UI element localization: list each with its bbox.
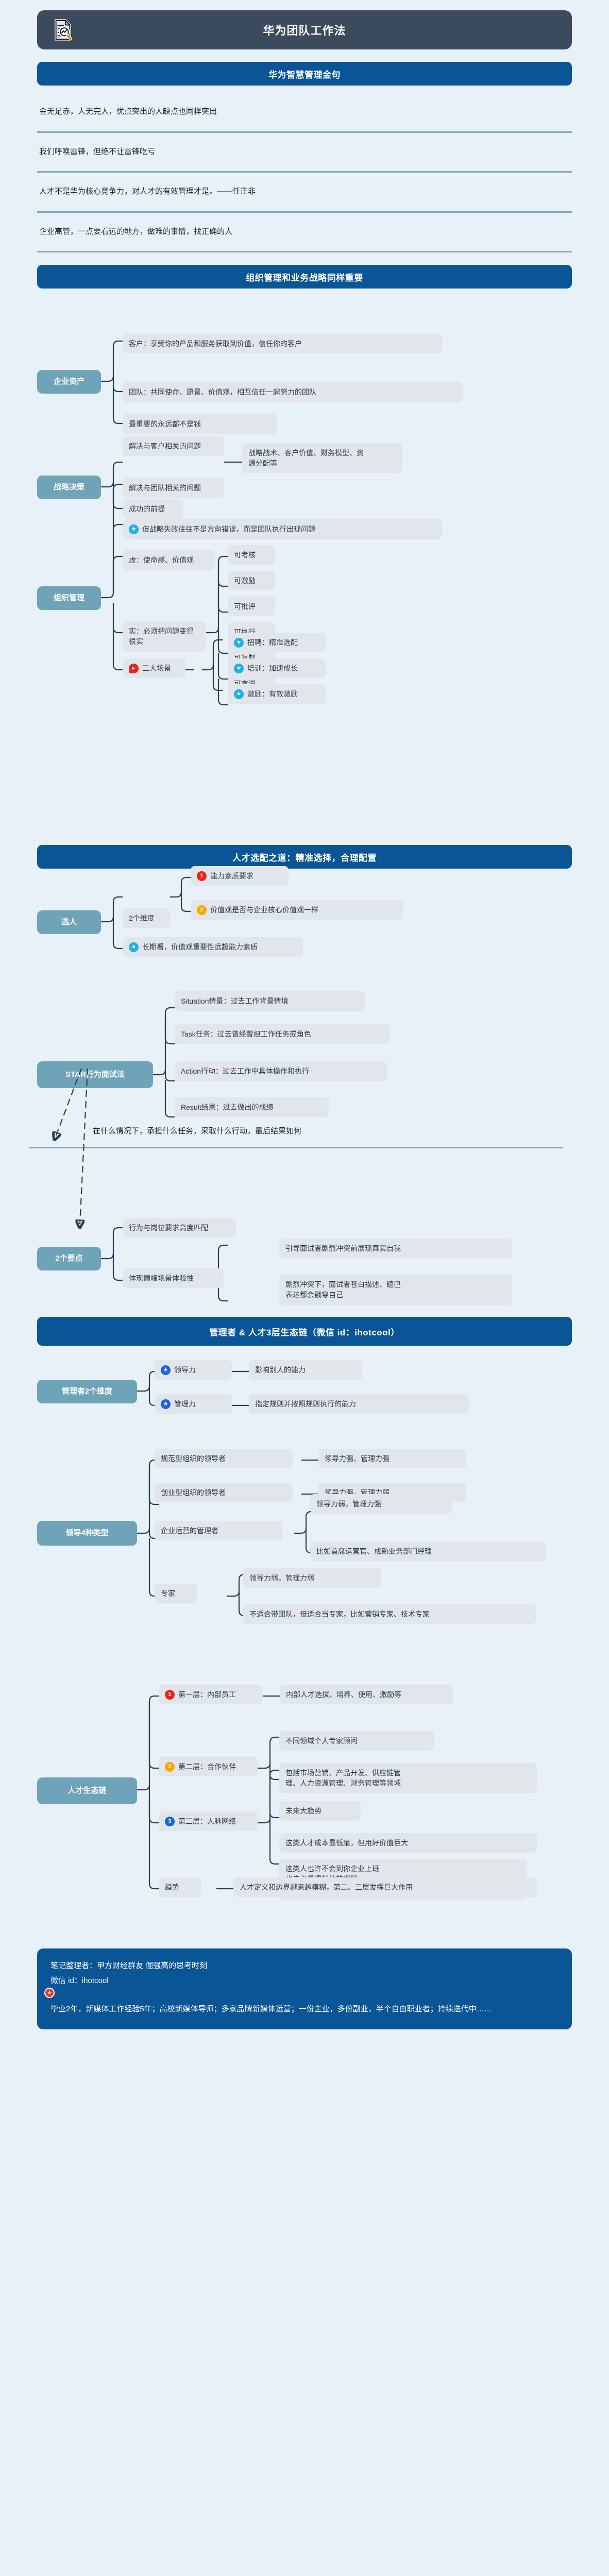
- node-talent-ecosystem-root[interactable]: 人才生态链: [37, 1777, 137, 1804]
- node-enterprise-assets-root[interactable]: 企业资产: [37, 370, 101, 394]
- node-eco-layer1-detail[interactable]: 内部人才选拔、培养、使用、激励等: [280, 1685, 453, 1705]
- node-select-dimensions[interactable]: 2个维度: [123, 908, 170, 928]
- footer-editor-line: 笔记整理者：甲方财经群友 倔强高的思考时刻: [50, 1961, 208, 1970]
- node-eco-trend-detail[interactable]: 人才定义和边界越来越模糊，第二、三层发挥巨大作用: [233, 1877, 537, 1897]
- node-three-scenes[interactable]: ▸ 三大场景: [123, 658, 185, 679]
- quote-item: 我们呼唤雷锋，但绝不让雷锋吃亏: [37, 133, 572, 173]
- flag-icon: ▸: [129, 663, 139, 673]
- node-strategy-root[interactable]: 战略决策: [37, 476, 101, 499]
- star-icon: ★: [129, 942, 139, 952]
- node-scene-training[interactable]: ★ 培训：加速成长: [228, 658, 326, 679]
- node-star-result[interactable]: Result结果：过去做出的成绩: [175, 1097, 329, 1117]
- node-management-detail[interactable]: 指定规则并按照规则执行的能力: [249, 1394, 469, 1414]
- footer-bio: 毕业2年，新媒体工作经验5年；高校新媒体导师；多家品牌新媒体运营；一份主业，多份…: [50, 2005, 492, 2013]
- number-badge-1-icon: 1: [197, 871, 207, 881]
- star-icon: ★: [161, 1399, 171, 1409]
- star-icon: ★: [129, 524, 139, 534]
- banner-manager-ecosystem: 管理者 & 人才3层生态链（微信 id：ihotcool）: [37, 1317, 572, 1346]
- node-type-detail-strong-strong[interactable]: 领导力强、管理力强: [318, 1449, 466, 1469]
- banner-quotes: 华为智慧管理金句: [37, 62, 572, 86]
- document-search-icon: [52, 18, 75, 42]
- node-scene-recruit[interactable]: ★ 招聘：精准选配: [228, 633, 326, 653]
- node-enterprise-assets-customer[interactable]: 客户：享受你的产品和服务获取到价值，信任你的客户: [123, 334, 442, 354]
- node-org-manage-root[interactable]: 组织管理: [37, 586, 101, 610]
- quote-item: 金无足赤，人无完人，优点突出的人缺点也同样突出: [37, 86, 572, 133]
- node-org-team-problem[interactable]: 解决与团队相关的问题: [123, 478, 224, 498]
- star-badge-icon: ★: [44, 1988, 55, 1998]
- quote-item: 企业高管，一点要看远的地方，做难的事情，找正确的人: [37, 213, 572, 252]
- footer-card: 笔记整理者：甲方财经群友 倔强高的思考时刻 微信 id：ihotcool ★ 毕…: [37, 1948, 572, 2030]
- node-type-detail-coo-example[interactable]: 比如首席运营官、成熟业务部门经理: [310, 1541, 546, 1562]
- node-leader-type-operations[interactable]: 企业运营的管理者: [155, 1521, 282, 1541]
- star-icon: ★: [161, 1365, 171, 1375]
- node-management-power[interactable]: ★ 管理力: [155, 1394, 232, 1414]
- node-strategy-customer-problem[interactable]: 解决与客户相关的问题: [123, 436, 224, 456]
- node-star-action[interactable]: Action行动：过去工作中具体操作和执行: [175, 1061, 387, 1081]
- node-star-task[interactable]: Task任务：过去曾经曾担工作任务或角色: [175, 1024, 390, 1044]
- node-star-situation[interactable]: Situation情景：过去工作背景情境: [175, 991, 365, 1011]
- node-point-behavior-match[interactable]: 行为与岗位要求高度匹配: [123, 1218, 236, 1238]
- node-peak-sub-conflict[interactable]: 剧烈冲突下，面试者苍白描述、磕巴 表达都会戳穿自己: [279, 1275, 512, 1305]
- node-leadership[interactable]: ★ 领导力: [155, 1360, 232, 1380]
- banner-org-management: 组织管理和业务战略同样重要: [37, 265, 572, 289]
- node-org-real[interactable]: 实：必须把问题变得很实: [123, 621, 206, 652]
- node-point-peak-scene[interactable]: 体现巅峰场景体验性: [123, 1268, 224, 1289]
- node-dim-values[interactable]: 2 价值观是否与企业核心价值观一样: [191, 900, 403, 920]
- node-eco-layer2[interactable]: 2 第二层：合作伙伴: [159, 1757, 258, 1777]
- mindmap-manager: 管理者2个维度 ★ 领导力 ★ 管理力 影响别人的能力 指定规则并按照规则执行的…: [0, 1346, 609, 2067]
- page-title: 华为团队工作法: [263, 24, 346, 37]
- node-enterprise-assets-team[interactable]: 团队：共同使命、愿景、价值观，相互信任一起努力的团队: [123, 382, 463, 402]
- node-long-term-values[interactable]: ★ 长期看，价值观重要性远超能力素质: [123, 937, 303, 957]
- node-leader-types-root[interactable]: 领导4种类型: [37, 1521, 137, 1546]
- star-summary-text: 在什么情况下，承担什么任务，采取什么行动，最后结果如何: [93, 1127, 302, 1136]
- node-type-detail-weak-strong[interactable]: 领导力弱，管理力强: [310, 1494, 452, 1514]
- node-real-item-criticizable[interactable]: 可批评: [228, 597, 275, 617]
- node-leader-type-expert[interactable]: 专家: [155, 1584, 197, 1604]
- node-strategy-detail[interactable]: 战略战术、客户价值、财务模型、资 源分配等: [242, 443, 402, 473]
- node-real-item-assessable[interactable]: 可考核: [228, 545, 275, 565]
- node-eco-layer2-detail-2[interactable]: 包括市场营销、产品开发、供应链管 理、人力资源管理、财务管理等领域: [279, 1763, 537, 1793]
- node-star-interview-root[interactable]: STAR行为面试法: [37, 1061, 153, 1088]
- quote-list: 金无足赤，人无完人，优点突出的人缺点也同样突出 我们呼唤雷锋，但绝不让雷锋吃亏 …: [37, 86, 572, 252]
- node-eco-trend[interactable]: 趋势: [159, 1877, 201, 1897]
- number-badge-2-icon: 2: [165, 1761, 175, 1772]
- star-icon: ★: [234, 689, 244, 699]
- node-type-detail-weak-weak[interactable]: 领导力弱，管理力弱: [243, 1568, 381, 1588]
- node-leader-type-startup[interactable]: 创业型组织的领导者: [155, 1483, 293, 1503]
- quote-item: 人才不是华为核心竞争力，对人才的有效管理才是。——任正非: [37, 173, 572, 213]
- node-eco-layer3[interactable]: 3 第三层：人脉网络: [159, 1811, 258, 1832]
- node-strategy-premise[interactable]: 成功的前提: [123, 499, 183, 519]
- node-two-points-root[interactable]: 2个要点: [37, 1247, 101, 1270]
- mindmap-talent: 一句话总结 选人 2个维度 1 能力素质要求 2 价值观是否与企业核心价值观一样…: [0, 866, 609, 1332]
- page-header: 华为团队工作法: [37, 10, 572, 49]
- star-icon: ★: [234, 663, 244, 673]
- node-manager-dimensions-root[interactable]: 管理者2个维度: [37, 1380, 137, 1403]
- node-enterprise-assets-money[interactable]: 最重要的永远都不是钱: [123, 414, 277, 434]
- node-eco-layer3-detail-2[interactable]: 这类人才成本最低廉，但用好价值巨大: [279, 1833, 537, 1853]
- node-leader-type-standard[interactable]: 规范型组织的领导者: [155, 1449, 293, 1469]
- node-select-people-root[interactable]: 选人: [37, 910, 101, 934]
- node-type-detail-expert-note[interactable]: 不适合带团队，但适合当专家，比如营销专家、技术专家: [243, 1604, 536, 1624]
- number-badge-3-icon: 3: [165, 1816, 175, 1826]
- node-leadership-detail[interactable]: 影响别人的能力: [249, 1360, 362, 1380]
- divider: [29, 1147, 563, 1148]
- number-badge-1-icon: 1: [165, 1689, 175, 1700]
- node-eco-layer2-detail-1[interactable]: 不同领域个人专家顾问: [279, 1731, 434, 1751]
- footer-wechat-line: 微信 id：ihotcool: [50, 1976, 109, 1985]
- node-eco-layer1[interactable]: 1 第一层：内部员工: [159, 1685, 263, 1705]
- star-icon: ★: [234, 637, 244, 648]
- number-badge-2-icon: 2: [197, 905, 207, 915]
- node-dim-competency[interactable]: 1 能力素质要求: [191, 866, 289, 886]
- node-org-team-note[interactable]: ★ 但战略失败往往不是方向错误，而是团队执行出现问题: [123, 519, 442, 539]
- node-org-virtual[interactable]: 虚：使命感、价值观: [123, 550, 215, 570]
- node-real-item-motivational[interactable]: 可激励: [228, 571, 275, 591]
- banner-talent-selection: 人才选配之道：精准选择，合理配置: [37, 845, 572, 869]
- mindmap-org: 企业资产 客户：享受你的产品和服务获取到价值，信任你的客户 团队：共同使命、愿景…: [0, 289, 609, 902]
- page-root: 华为团队工作法 华为智慧管理金句 金无足赤，人无完人，优点突出的人缺点也同样突出…: [0, 10, 609, 2107]
- node-peak-sub-guide[interactable]: 引导面试者剧烈冲突前展现真实自我: [279, 1239, 512, 1259]
- node-eco-layer3-detail-1[interactable]: 未来大趋势: [279, 1801, 361, 1821]
- node-scene-incentive[interactable]: ★ 激励：有效激励: [228, 684, 326, 704]
